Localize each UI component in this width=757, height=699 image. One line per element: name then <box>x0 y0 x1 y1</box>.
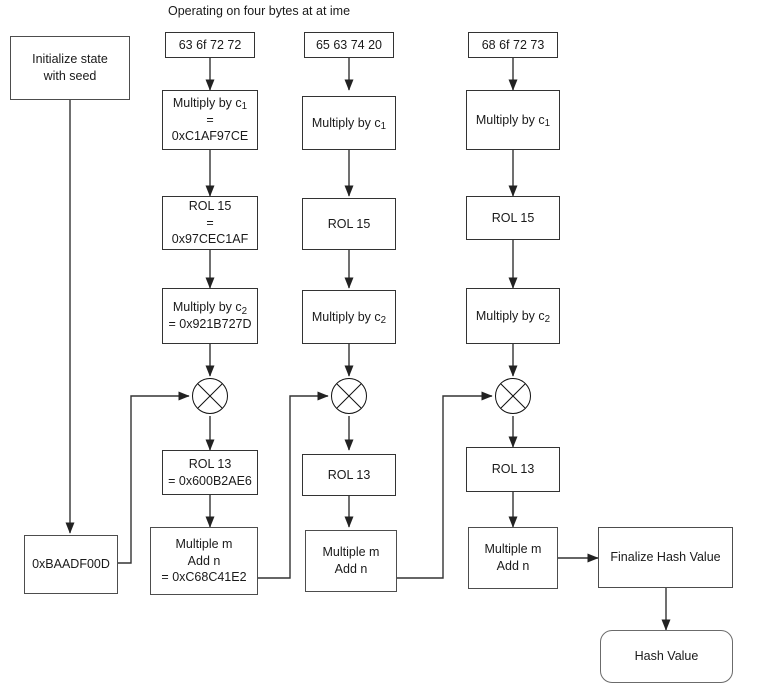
node-col1-mul-add-value: = 0xC68C41E2 <box>161 570 247 585</box>
node-col2-rol15[interactable]: ROL 15 <box>302 198 396 250</box>
node-col1-rol13-label: ROL 13 <box>188 456 232 471</box>
node-col1-input-bytes[interactable]: 63 6f 72 72 <box>165 32 255 58</box>
node-col3-multiply-c2[interactable]: Multiply by c2 <box>466 288 560 344</box>
xor-operator-col1[interactable] <box>192 378 228 414</box>
node-col2-multiply-c1-label: Multiply by c1 <box>311 115 387 133</box>
node-col2-input-bytes[interactable]: 65 63 74 20 <box>304 32 394 58</box>
node-col3-rol15[interactable]: ROL 15 <box>466 196 560 240</box>
node-col1-multiply-c1[interactable]: Multiply by c1 = 0xC1AF97CE <box>162 90 258 150</box>
node-col1-rol13-value: = 0x600B2AE6 <box>168 473 252 488</box>
node-col1-mul-add[interactable]: Multiple m Add n = 0xC68C41E2 <box>150 527 258 595</box>
node-seed-value[interactable]: 0xBAADF00D <box>24 535 118 594</box>
node-col1-mul-add-label: Multiple m Add n <box>175 536 233 568</box>
node-col3-input-bytes[interactable]: 68 6f 72 73 <box>468 32 558 58</box>
node-col3-multiply-c1[interactable]: Multiply by c1 <box>466 90 560 150</box>
node-col3-mul-add-label: Multiple m Add n <box>484 542 542 573</box>
node-col3-mul-add[interactable]: Multiple m Add n <box>468 527 558 589</box>
node-col1-rol15[interactable]: ROL 15 = 0x97CEC1AF <box>162 196 258 250</box>
node-col3-multiply-c2-label: Multiply by c2 <box>475 308 551 326</box>
node-col1-multiply-c2[interactable]: Multiply by c2 = 0x921B727D <box>162 288 258 344</box>
node-col1-multiply-c2-value: = 0x921B727D <box>168 317 252 331</box>
node-finalize-hash-value[interactable]: Finalize Hash Value <box>598 527 733 588</box>
node-col2-mul-add-label: Multiple m Add n <box>322 545 380 576</box>
node-col2-rol13[interactable]: ROL 13 <box>302 454 396 496</box>
node-col3-rol13-label: ROL 13 <box>491 462 535 477</box>
node-hash-value[interactable]: Hash Value <box>600 630 733 683</box>
node-col2-multiply-c1[interactable]: Multiply by c1 <box>302 96 396 150</box>
node-col2-mul-add[interactable]: Multiple m Add n <box>305 530 397 592</box>
xor-operator-col2[interactable] <box>331 378 367 414</box>
node-col1-rol13[interactable]: ROL 13 = 0x600B2AE6 <box>162 450 258 495</box>
xor-operator-col3[interactable] <box>495 378 531 414</box>
node-col1-multiply-c1-label: Multiply by c1 <box>172 95 248 113</box>
node-col1-rol15-label: ROL 15 <box>188 198 232 213</box>
node-col2-rol13-label: ROL 13 <box>327 467 371 482</box>
node-col2-multiply-c2-label: Multiply by c2 <box>311 309 387 327</box>
diagram-title: Operating on four bytes at at ime <box>168 4 351 18</box>
node-col2-multiply-c2[interactable]: Multiply by c2 <box>302 290 396 344</box>
node-col1-multiply-c2-label: Multiply by c2 <box>172 300 248 317</box>
node-col3-rol13[interactable]: ROL 13 <box>466 447 560 492</box>
node-col3-multiply-c1-label: Multiply by c1 <box>475 112 551 130</box>
node-col1-rol15-value: = 0x97CEC1AF <box>171 215 249 247</box>
node-initialize-state[interactable]: Initialize state with seed <box>10 36 130 100</box>
node-col1-multiply-c1-value: = 0xC1AF97CE <box>171 112 249 144</box>
node-col2-rol15-label: ROL 15 <box>327 216 371 231</box>
node-col3-rol15-label: ROL 15 <box>491 210 535 225</box>
